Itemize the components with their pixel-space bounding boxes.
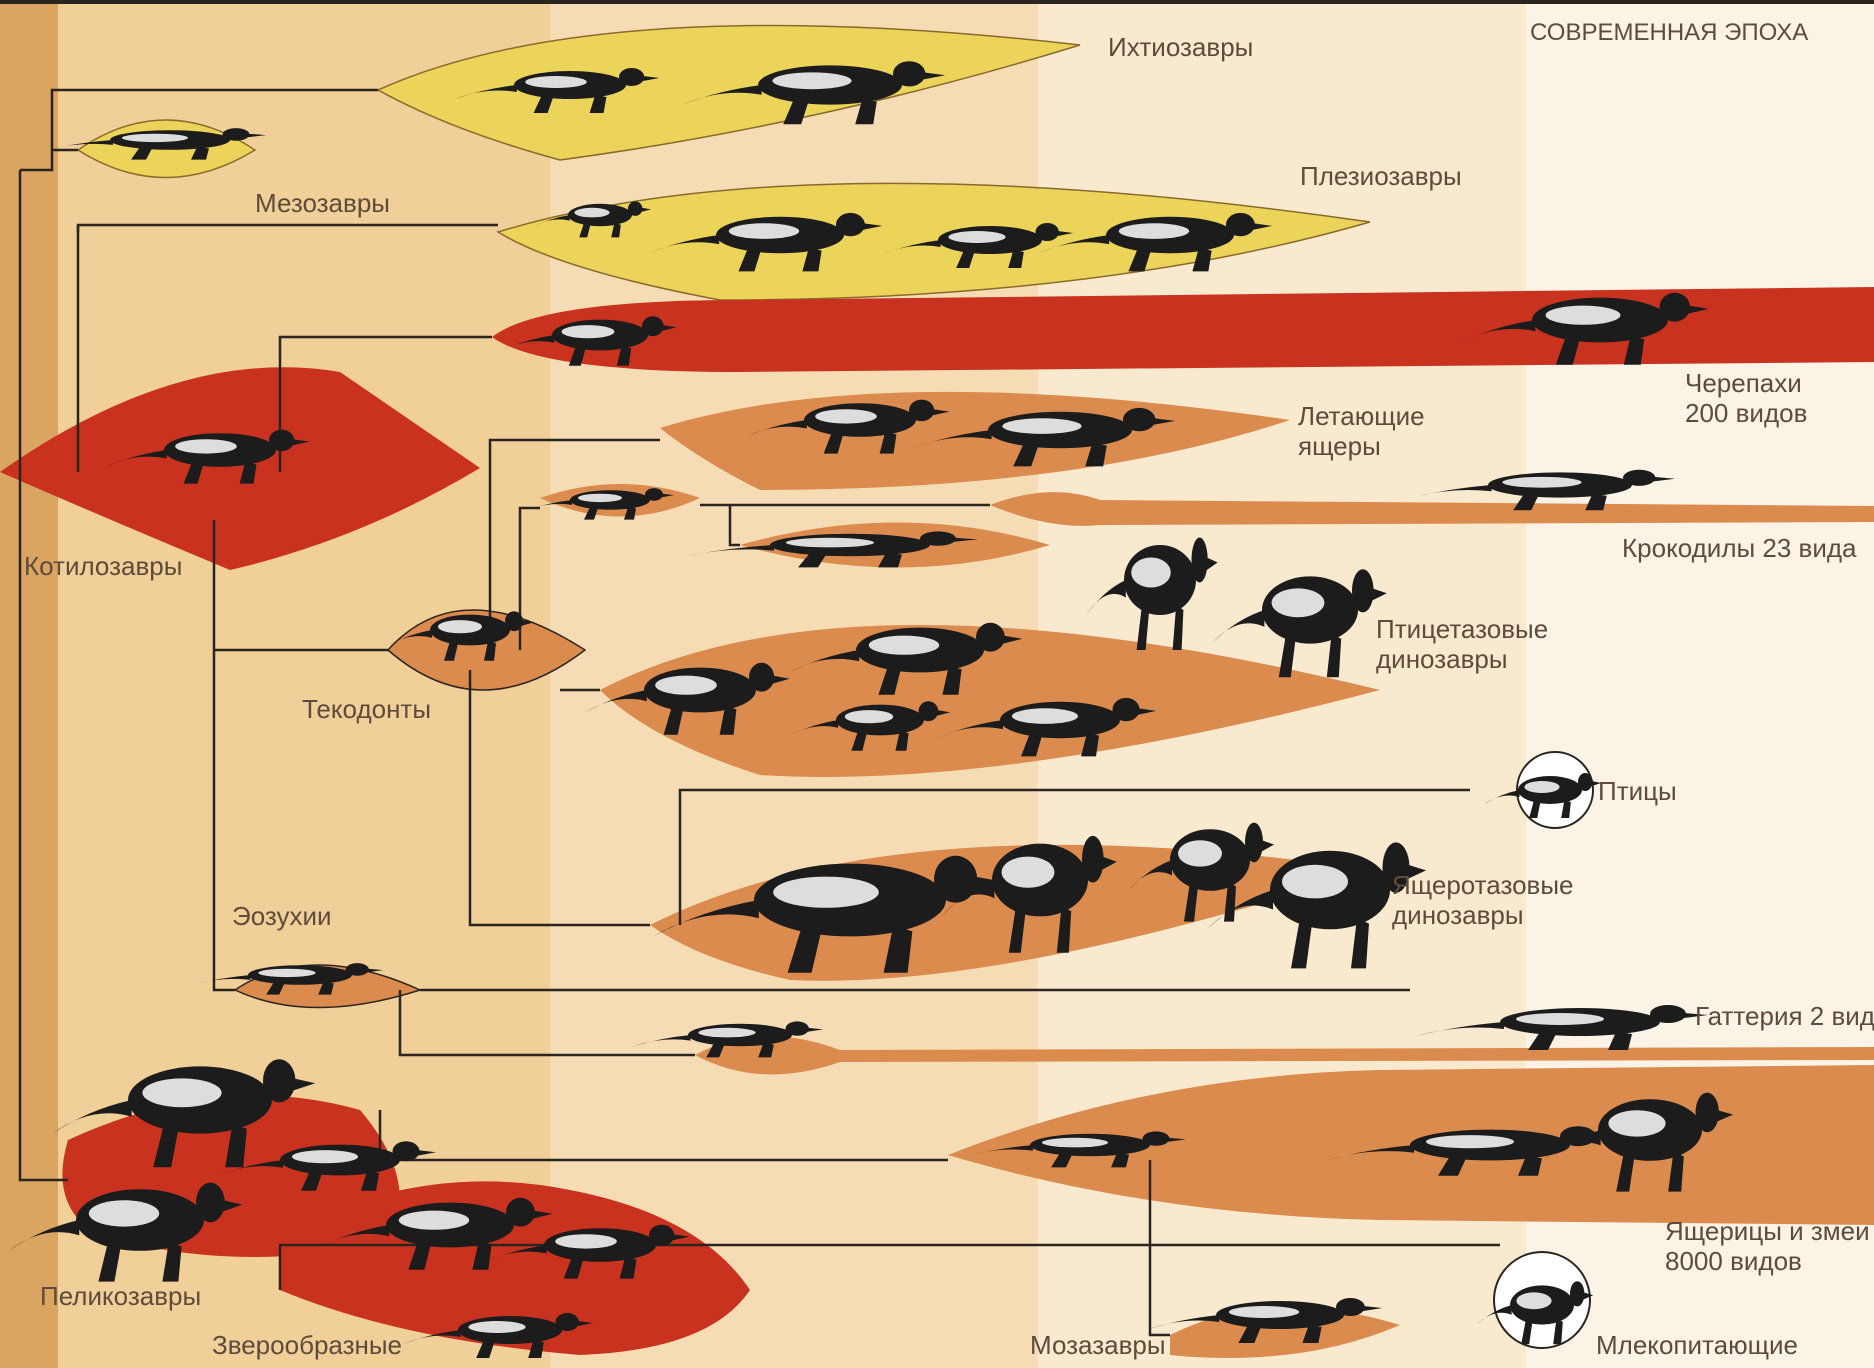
ornithischians-label-line2: динозавры xyxy=(1376,644,1508,674)
squamates-count: 8000 видов xyxy=(1665,1246,1802,1276)
birds-label: Птицы xyxy=(1598,776,1677,806)
ichthyosaurs-label: Ихтиозавры xyxy=(1108,32,1253,62)
plesiosaurs-label: Плезиозавры xyxy=(1300,161,1462,191)
tuatara-label: Гаттерия 2 вида xyxy=(1695,1001,1874,1031)
saurischians-label-line2: динозавры xyxy=(1392,900,1524,930)
pelycosaurs-label: Пеликозавры xyxy=(40,1281,201,1311)
pterosaurs-label-line2: ящеры xyxy=(1298,431,1381,461)
turtles-count: 200 видов xyxy=(1685,398,1807,428)
cotylosaurs-label: Котилозавры xyxy=(24,551,182,581)
mosasaurs-label: Мозазавры xyxy=(1030,1330,1166,1360)
ornithischians-label-line1: Птицетазовые xyxy=(1376,614,1548,644)
era-label: СОВРЕМЕННАЯ ЭПОХА xyxy=(1530,19,1808,46)
therapsids-label: Зверообразные xyxy=(212,1330,402,1360)
turtles-label: Черепахи xyxy=(1685,368,1802,398)
top-border xyxy=(0,0,1874,4)
pterosaurs-label-line1: Летающие xyxy=(1298,401,1425,431)
eosuchians-label: Эозухии xyxy=(232,901,332,931)
mesosaurs-label: Мезозавры xyxy=(255,188,390,218)
crocodiles-label: Крокодилы 23 вида xyxy=(1622,533,1857,563)
mammals-label: Млекопитающие xyxy=(1596,1330,1798,1360)
thecodonts-label: Текодонты xyxy=(302,694,431,724)
band-1 xyxy=(0,0,58,1368)
squamates-label: Ящерицы и змеи xyxy=(1665,1216,1870,1246)
saurischians-label-line1: Ящеротазовые xyxy=(1392,870,1574,900)
